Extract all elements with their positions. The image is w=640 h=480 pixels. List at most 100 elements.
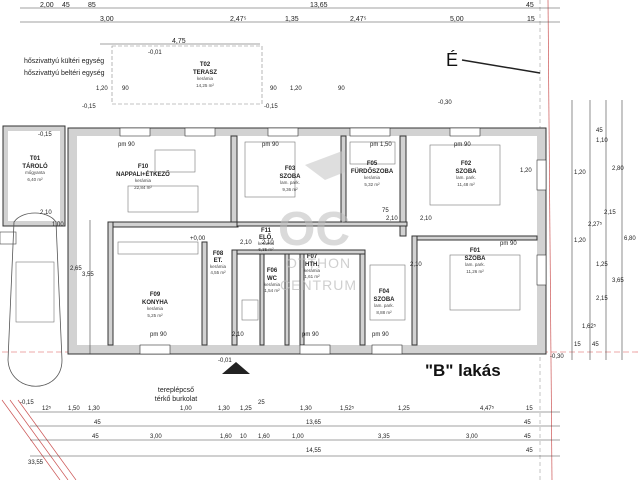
svg-text:F08: F08 <box>213 251 224 257</box>
room-F11: F11 ELŐ. kerámia 6,35 m² <box>258 228 275 252</box>
svg-text:kerámia: kerámia <box>210 264 227 269</box>
svg-text:F05: F05 <box>367 161 378 167</box>
plan-title: "B" lakás <box>425 361 501 380</box>
svg-text:SZOBA: SZOBA <box>465 256 487 262</box>
svg-text:2,10: 2,10 <box>410 262 422 268</box>
svg-text:T02: T02 <box>200 62 211 68</box>
room-T02: T02 TERASZ kerámia 14,25 m² <box>193 62 217 88</box>
svg-text:SZOBA: SZOBA <box>374 297 396 303</box>
svg-text:2,10: 2,10 <box>232 332 244 338</box>
svg-text:11,48 m²: 11,48 m² <box>457 182 475 187</box>
svg-text:pm 1,50: pm 1,50 <box>370 142 392 148</box>
svg-text:1,25: 1,25 <box>240 406 252 412</box>
svg-text:25: 25 <box>258 400 265 406</box>
svg-text:1,54 m²: 1,54 m² <box>264 288 280 293</box>
svg-text:10: 10 <box>240 434 247 440</box>
svg-text:3,00: 3,00 <box>466 434 478 440</box>
svg-text:8,88 m²: 8,88 m² <box>376 310 392 315</box>
svg-text:lam. park.: lam. park. <box>465 262 485 267</box>
window-dimensions: pm 90 pm 90 pm 1,50 pm 90 pm 90 pm 90 pm… <box>118 142 517 338</box>
furniture <box>117 141 521 321</box>
svg-text:ET.: ET. <box>214 258 223 264</box>
svg-text:11,26 m²: 11,26 m² <box>466 269 484 274</box>
svg-text:14,55: 14,55 <box>306 448 322 454</box>
svg-text:-0,15: -0,15 <box>82 104 96 110</box>
room-F06: F06 WC kerámia 1,54 m² <box>264 268 281 293</box>
svg-text:1,30: 1,30 <box>218 406 230 412</box>
svg-text:kerámia: kerámia <box>364 175 381 180</box>
svg-text:4,55 m²: 4,55 m² <box>210 270 226 275</box>
svg-text:NAPPALI+ÉTKEZŐ: NAPPALI+ÉTKEZŐ <box>116 170 170 178</box>
svg-text:45: 45 <box>524 434 531 440</box>
svg-text:1,52⁵: 1,52⁵ <box>340 405 355 412</box>
top-dim-b: 45 <box>62 2 70 9</box>
svg-text:pm 90: pm 90 <box>118 142 135 148</box>
svg-text:15: 15 <box>526 406 533 412</box>
svg-text:F10: F10 <box>138 164 149 170</box>
svg-text:-0,01: -0,01 <box>148 50 162 56</box>
svg-text:2,80: 2,80 <box>612 166 624 172</box>
note-paving-2: térkő burkolat <box>155 396 197 403</box>
svg-text:2,27⁵: 2,27⁵ <box>588 221 603 228</box>
top-dimensions: 2,00 45 85 13,65 45 3,00 2,47⁵ 1,35 2,47… <box>20 2 560 45</box>
room-F07: F07 HTH. kerámia 1,61 m² <box>304 254 321 279</box>
svg-text:1,20: 1,20 <box>574 170 586 176</box>
svg-text:2,10: 2,10 <box>262 240 274 246</box>
svg-text:-0,15: -0,15 <box>20 400 34 406</box>
level-markers: -0,15 -0,15 -0,01 -0,15 +0,00 -0,30 -0,0… <box>20 50 564 406</box>
svg-text:45: 45 <box>592 342 599 348</box>
note-indoor-unit: hőszivattyú beltéri egység <box>24 70 105 77</box>
svg-text:1,20: 1,20 <box>290 86 302 92</box>
svg-text:kerámia: kerámia <box>304 268 321 273</box>
svg-text:-0,30: -0,30 <box>550 354 564 360</box>
svg-text:33,55: 33,55 <box>28 460 44 466</box>
svg-text:F02: F02 <box>461 161 472 167</box>
svg-text:45: 45 <box>94 420 101 426</box>
svg-text:3,00: 3,00 <box>150 434 162 440</box>
svg-text:1,30: 1,30 <box>88 406 100 412</box>
room-F08: F08 ET. kerámia 4,55 m² <box>210 251 227 275</box>
svg-text:F07: F07 <box>307 254 318 260</box>
svg-text:3,65: 3,65 <box>612 278 624 284</box>
note-paving-1: tereplépcső <box>158 387 194 394</box>
top-dim-terrace: 4,75 <box>172 38 186 45</box>
top-dim-e: 45 <box>526 2 534 9</box>
svg-text:pm 90: pm 90 <box>454 142 471 148</box>
top-dim-i: 2,47⁵ <box>350 16 367 23</box>
svg-text:45: 45 <box>596 128 603 134</box>
svg-text:kerámia: kerámia <box>264 282 281 287</box>
top-dim-j: 5,00 <box>450 16 464 23</box>
svg-text:90: 90 <box>270 86 277 92</box>
svg-text:pm 90: pm 90 <box>372 332 389 338</box>
svg-text:FÜRDŐSZOBA: FÜRDŐSZOBA <box>351 168 394 175</box>
svg-text:1,00: 1,00 <box>180 406 192 412</box>
svg-text:2,10: 2,10 <box>386 216 398 222</box>
svg-text:2,10: 2,10 <box>420 216 432 222</box>
svg-text:90: 90 <box>122 86 129 92</box>
svg-text:F06: F06 <box>267 268 278 274</box>
svg-text:14,25 m²: 14,25 m² <box>196 83 214 88</box>
svg-text:5,32 m²: 5,32 m² <box>364 182 380 187</box>
svg-text:4,47⁵: 4,47⁵ <box>480 405 495 412</box>
svg-text:22,84 m²: 22,84 m² <box>134 185 152 190</box>
svg-text:2,15: 2,15 <box>596 296 608 302</box>
svg-text:6,80: 6,80 <box>624 236 636 242</box>
svg-text:1,60: 1,60 <box>220 434 232 440</box>
svg-text:15: 15 <box>574 342 581 348</box>
svg-text:kerámia: kerámia <box>135 178 152 183</box>
svg-text:6,35 m²: 6,35 m² <box>258 247 274 252</box>
inner-dimensions: 1,20 90 2,10 2,10 75 2,10 2,10 2,10 1,20… <box>96 86 532 338</box>
svg-text:2,10: 2,10 <box>40 210 52 216</box>
watermark: OC OTTHON CENTRUM <box>278 150 356 293</box>
svg-text:3,55: 3,55 <box>82 272 94 278</box>
svg-text:F01: F01 <box>470 248 481 254</box>
top-dim-g: 2,47⁵ <box>230 16 247 23</box>
svg-text:1,25: 1,25 <box>596 262 608 268</box>
svg-text:75: 75 <box>382 208 389 214</box>
svg-text:1,62⁵: 1,62⁵ <box>582 323 597 330</box>
north-arrow <box>461 59 541 74</box>
svg-text:-0,15: -0,15 <box>38 132 52 138</box>
svg-text:lam. park.: lam. park. <box>456 175 476 180</box>
svg-text:9,36 m²: 9,36 m² <box>282 187 298 192</box>
